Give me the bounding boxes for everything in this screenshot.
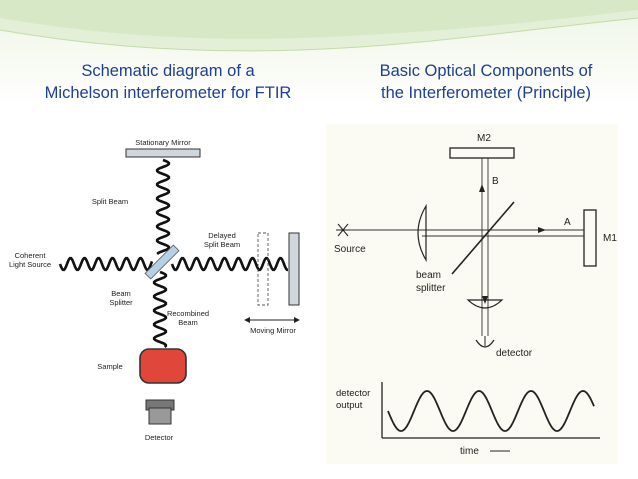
mirror-m1	[583, 209, 597, 267]
recombined-beam-wave	[152, 270, 168, 348]
detector-label: detector	[496, 348, 533, 359]
detector-output-label-line1: detector	[336, 388, 370, 399]
m1-label: M1	[603, 233, 617, 244]
moving-mirror	[288, 232, 300, 306]
beam-splitter-label-line2: Splitter	[109, 298, 133, 307]
michelson-schematic: Stationary Mirror Split Beam	[9, 138, 300, 442]
a-label: A	[564, 217, 571, 228]
beam-a-arrow	[538, 227, 546, 233]
coherent-label-line2: Light Source	[9, 260, 51, 269]
b-label: B	[492, 176, 499, 187]
source-label: Source	[334, 244, 366, 255]
optical-components-diagram: M2 M1 B A Source	[334, 133, 617, 457]
split-beam-label: Split Beam	[92, 197, 128, 206]
detector-body	[148, 407, 172, 425]
right-title-line1: Basic Optical Components of	[379, 62, 593, 80]
stationary-mirror	[125, 148, 201, 158]
left-title-line2: Michelson interferometer for FTIR	[44, 84, 292, 102]
focusing-lens	[466, 299, 504, 309]
collimating-lens	[417, 203, 427, 263]
recombined-label-line1: Recombined	[167, 309, 209, 318]
detector-label: Detector	[145, 433, 174, 442]
split-beam-wave	[155, 158, 171, 255]
source-star-icon	[336, 223, 350, 237]
right-title-line2: the Interferometer (Principle)	[381, 84, 591, 102]
beam-splitter	[144, 244, 180, 280]
detector-icon	[475, 339, 495, 348]
michelson-schematic-panel: Stationary Mirror Split Beam	[0, 132, 330, 479]
beam-splitter-plate	[451, 201, 515, 275]
arrow-right-head	[294, 317, 300, 323]
source-beam-wave	[58, 256, 154, 272]
decorative-banner	[0, 0, 638, 52]
optical-components-panel: M2 M1 B A Source	[326, 124, 618, 464]
moving-mirror-previous-position	[257, 232, 269, 306]
delayed-label-line2: Split Beam	[204, 240, 240, 249]
splitter-label: splitter	[416, 283, 446, 294]
recombined-label-line2: Beam	[178, 318, 198, 327]
moving-mirror-label: Moving Mirror	[250, 326, 296, 335]
delayed-label-line1: Delayed	[208, 231, 236, 240]
sample-cell	[139, 348, 187, 384]
beam-b-arrow	[479, 184, 485, 192]
beam-splitter-label-line1: Beam	[111, 289, 131, 298]
left-diagram-title: Schematic diagram of a Michelson interfe…	[0, 60, 336, 104]
beam-label: beam	[416, 270, 441, 281]
sample-label: Sample	[97, 362, 122, 371]
detector-output-label-line2: output	[336, 400, 363, 411]
m2-label: M2	[477, 133, 491, 144]
mirror-m2	[449, 147, 515, 159]
left-title-line1: Schematic diagram of a	[81, 62, 255, 80]
coherent-label-line1: Coherent	[15, 251, 47, 260]
right-diagram-title: Basic Optical Components of the Interfer…	[336, 60, 636, 104]
time-label: time	[460, 446, 479, 457]
arrow-left-head	[244, 317, 250, 323]
stationary-mirror-label: Stationary Mirror	[135, 138, 191, 147]
delayed-beam-wave	[170, 256, 288, 272]
detector-output-wave	[387, 390, 595, 432]
